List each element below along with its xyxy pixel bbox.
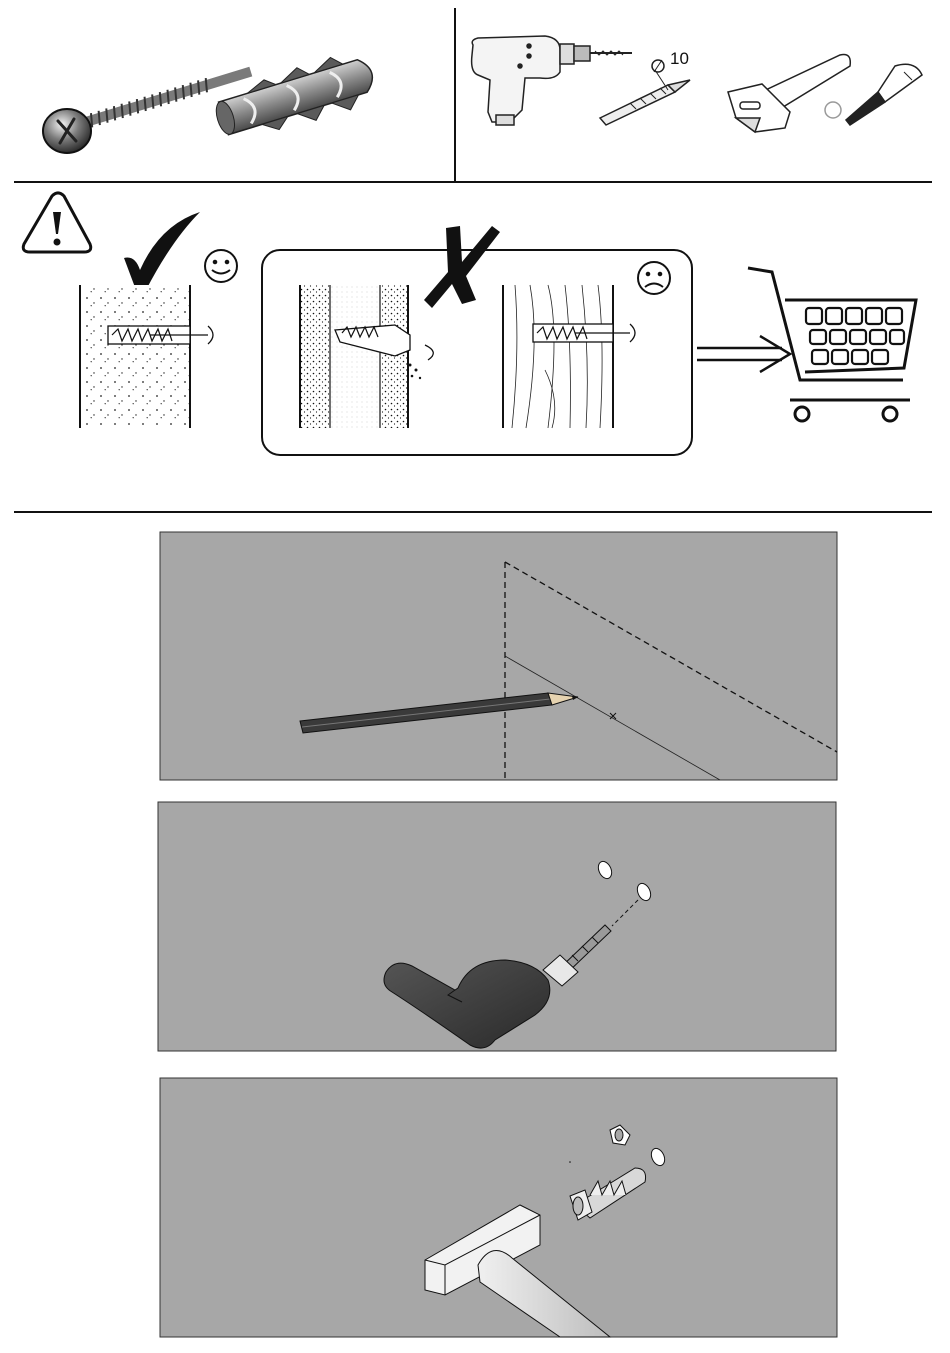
drill-bit-icon [600,60,690,125]
step-panel-drill [158,802,836,1051]
drill-tool-icon [472,36,632,125]
wall-concrete-correct [80,285,213,428]
warning-triangle-icon [23,193,91,252]
drill-diameter-label: 10 [670,49,689,68]
step-panel-hammer [160,1078,837,1337]
checkmark-icon [124,212,200,290]
screwdriver-icon [846,64,922,125]
hammer-icon [728,54,850,132]
tools-illustration: 10 [472,36,922,132]
double-arrow-right-icon [697,336,790,372]
smiley-happy-icon [205,250,237,282]
screw-small-icon [825,102,841,118]
screw-anchor-illustration [43,47,380,153]
step-panel-mark [160,532,837,780]
